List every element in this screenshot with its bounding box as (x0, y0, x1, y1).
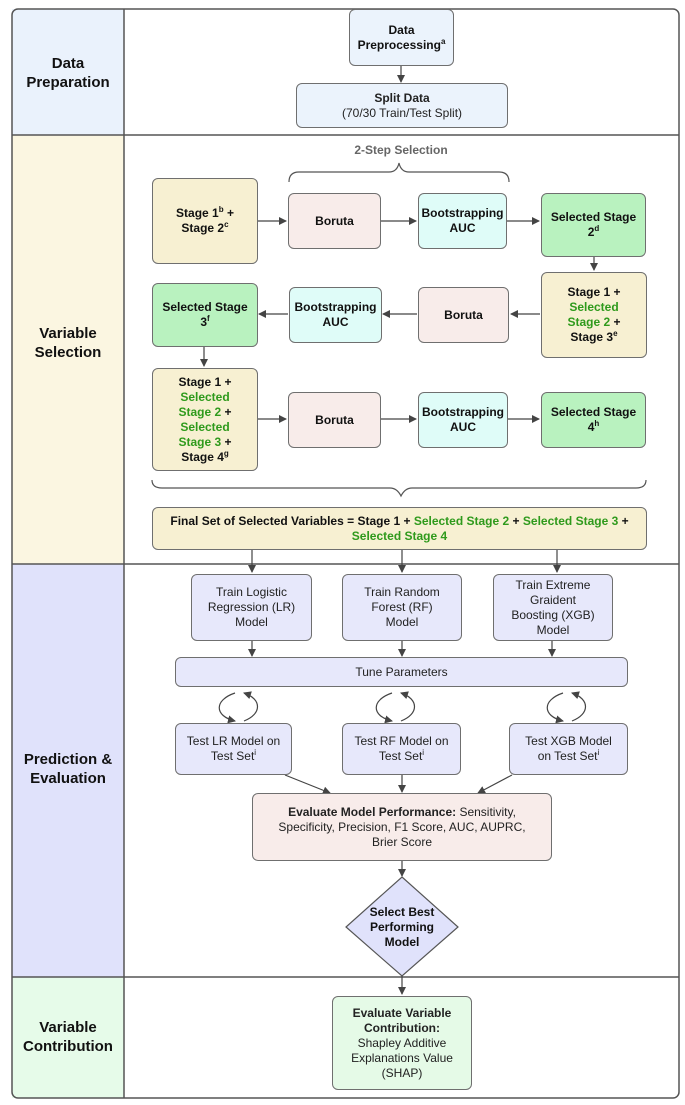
section-label-data-preparation: Data Preparation (26, 55, 110, 91)
stage-label: Stage 3 (570, 330, 614, 344)
train-rf-node: Train Random Forest (RF) Model (342, 574, 462, 641)
boruta-node: Boruta (288, 193, 381, 249)
outer-frame (11, 8, 680, 1099)
selected-stage-3-node: Selected Stage 3f (152, 283, 258, 347)
stage-1-2-node: Stage 1b +Stage 2c (152, 178, 258, 264)
data-preprocessing-label: Data Preprocessing (357, 22, 441, 52)
selected-stage-label: Selected Stage 2 (550, 210, 637, 239)
section-bg-data-preparation (12, 9, 124, 135)
arrow (284, 774, 331, 795)
tune-parameters-node: Tune Parameters (175, 657, 628, 687)
footnote-marker: f (207, 314, 210, 323)
stage-1-sel2-stage-3-node: Stage 1 + Selected Stage 2 + Stage 3e (541, 272, 647, 358)
evaluate-contribution-node: Evaluate Variable Contribution: Shapley … (332, 996, 472, 1090)
select-best-model-label: Select Best Performing Model (369, 904, 435, 949)
plus-sign: + (618, 513, 629, 528)
footnote-marker: h (594, 419, 600, 428)
plus-sign: + (509, 513, 523, 528)
cycle-icon (546, 691, 587, 724)
final-set-prefix: Final Set of Selected Variables = Stage … (170, 513, 414, 528)
selected-stage-2-node: Selected Stage 2d (541, 193, 646, 257)
footnote-marker: b (218, 205, 224, 214)
footnote-marker: g (223, 448, 229, 458)
selected-label: Selected Stage 2 (413, 513, 510, 528)
section-bg-variable-selection (12, 135, 124, 564)
arrow (477, 774, 513, 794)
stage-label: Stage 2 (181, 221, 225, 235)
bootstrapping-auc-node: Bootstrapping AUC (418, 193, 507, 249)
evaluate-performance-metrics: Sensitivity, Specificity, Precision, F1 … (278, 804, 526, 849)
train-xgb-node: Train Extreme Graident Boosting (XGB) Mo… (493, 574, 613, 641)
test-xgb-node: Test XGB Model on Test Seti (509, 723, 628, 775)
footnote-marker: e (613, 329, 618, 338)
selected-label: Selected (180, 389, 230, 404)
section-bg-variable-contribution (12, 977, 124, 1098)
stage-label: Stage 4 (181, 449, 224, 464)
footnote-marker: i (254, 748, 257, 757)
evaluate-contribution-detail: Shapley Additive Explanations Value (SHA… (351, 1035, 453, 1080)
evaluate-performance-title: Evaluate Model Performance: (288, 804, 457, 819)
split-data-detail: (70/30 Train/Test Split) (341, 105, 463, 120)
plus-sign: + (224, 404, 232, 419)
bootstrapping-auc-node: Bootstrapping AUC (289, 287, 382, 343)
split-data-node: Split Data (70/30 Train/Test Split) (296, 83, 508, 128)
selected-label: Selected Stage 4 (351, 528, 448, 543)
section-label-variable-contribution: Variable Contribution (23, 1019, 113, 1055)
stage-label: Stage 1 (176, 206, 219, 220)
selected-label: Stage 2 (567, 315, 611, 329)
evaluate-performance-node: Evaluate Model Performance: Sensitivity,… (252, 793, 552, 861)
footnote-marker: i (597, 748, 600, 757)
selected-label: Selected Stage 3 (522, 513, 619, 528)
bottom-brace (151, 479, 647, 498)
selected-stage-label: Selected Stage 4 (550, 405, 637, 434)
data-preprocessing-node: Data Preprocessinga (349, 9, 454, 66)
footnote-marker: d (594, 224, 600, 233)
footnote-marker: a (440, 36, 446, 46)
evaluate-contribution-title: Evaluate Variable Contribution: (352, 1005, 452, 1035)
selected-stage-label: Selected Stage 3 (162, 300, 248, 329)
split-data-title: Split Data (374, 90, 430, 105)
cycle-icon (375, 691, 416, 724)
top-brace (288, 162, 510, 183)
boruta-node: Boruta (288, 392, 381, 448)
test-model-label: Test LR Model on Test Set (186, 734, 281, 763)
footnote-marker: c (224, 220, 229, 229)
train-lr-node: Train Logistic Regression (LR) Model (191, 574, 312, 641)
section-bg-prediction (12, 564, 124, 977)
selected-stage-4-node: Selected Stage 4h (541, 392, 646, 448)
bootstrapping-auc-node: Bootstrapping AUC (418, 392, 508, 448)
section-label-variable-selection: Variable Selection (34, 325, 102, 361)
test-rf-node: Test RF Model on Test Seti (342, 723, 461, 775)
test-lr-node: Test LR Model on Test Seti (175, 723, 292, 775)
stage-label: Stage 1 + (567, 285, 621, 299)
cycle-icon (218, 691, 259, 724)
test-model-label: Test XGB Model on Test Set (525, 734, 612, 763)
boruta-node: Boruta (418, 287, 509, 343)
test-model-label: Test RF Model on Test Set (354, 734, 449, 763)
footnote-marker: i (422, 748, 425, 757)
two-step-selection-label: 2-Step Selection (354, 143, 448, 157)
section-label-prediction-evaluation: Prediction & Evaluation (23, 751, 113, 787)
selected-label: Stage 2 (178, 404, 222, 419)
plus-sign: + (226, 206, 234, 220)
stage-1-sel2-sel3-stage-4-node: Stage 1 + Selected Stage 2 + Selected St… (152, 368, 258, 471)
stage-label: Stage 1 + (178, 374, 232, 389)
selected-label: Selected (569, 300, 619, 314)
final-set-node: Final Set of Selected Variables = Stage … (152, 507, 647, 550)
selected-label: Selected (180, 419, 230, 434)
plus-sign: + (613, 315, 621, 329)
selected-label: Stage 3 (178, 434, 222, 449)
plus-sign: + (224, 434, 232, 449)
